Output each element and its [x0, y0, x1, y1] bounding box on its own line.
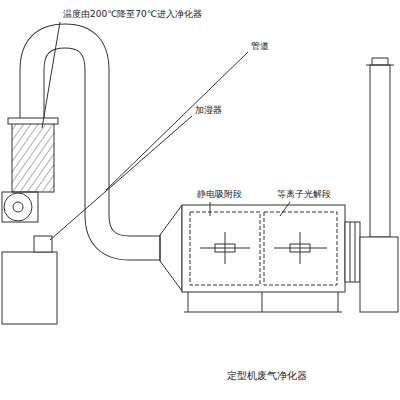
part-label: 管道 — [250, 42, 270, 52]
part-label: 等离子光解段 — [276, 190, 332, 200]
part-label: 加湿器 — [194, 106, 223, 116]
part-label: 静电吸附段 — [196, 190, 243, 200]
caption: 定型机废气净化器 — [226, 370, 308, 381]
part-label: 温度由200℃降至70℃进入净化器 — [62, 10, 203, 20]
